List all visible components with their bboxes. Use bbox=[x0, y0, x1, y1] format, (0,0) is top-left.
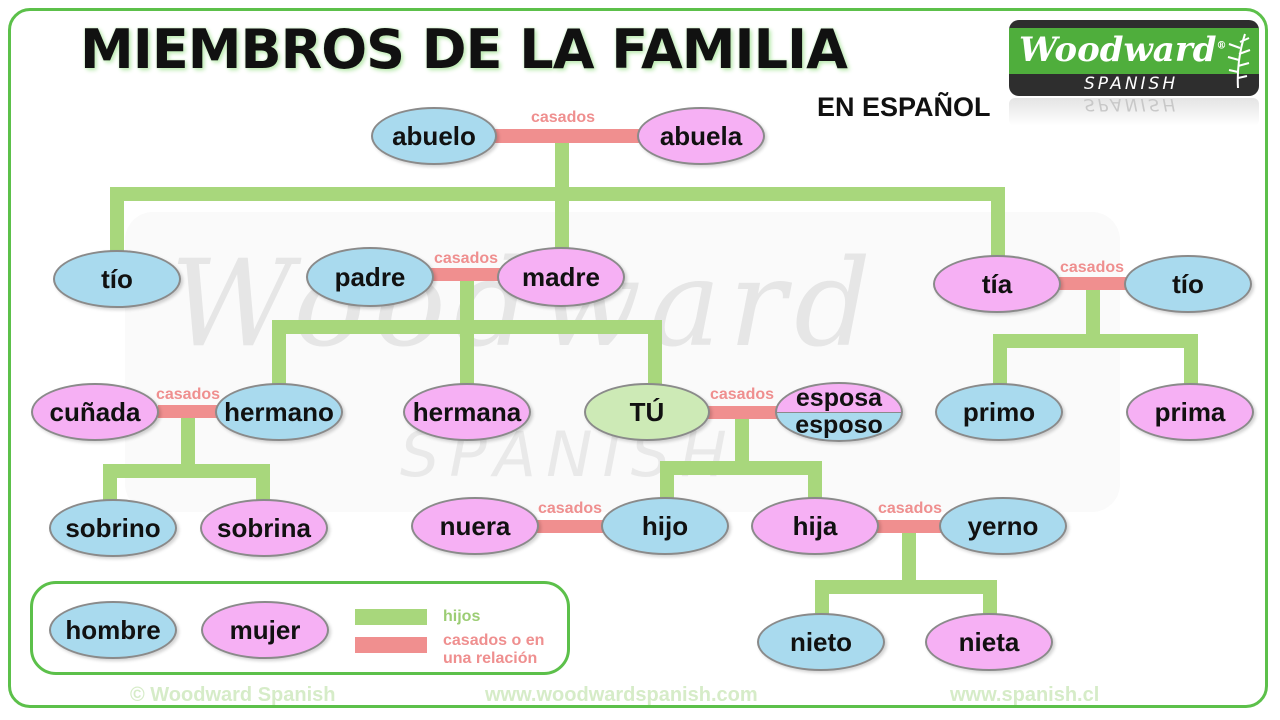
node-nuera: nuera bbox=[411, 497, 539, 555]
married-label: casados bbox=[433, 250, 499, 267]
node-esposo-label: esposo bbox=[795, 411, 883, 439]
children-line bbox=[660, 461, 822, 475]
node-sobrina: sobrina bbox=[200, 499, 328, 557]
logo-wordmark: Woodward® bbox=[1019, 30, 1227, 70]
node-hijo: hijo bbox=[601, 497, 729, 555]
logo-tagline: SPANISH bbox=[1084, 74, 1179, 94]
legend-female-swatch: mujer bbox=[201, 601, 329, 659]
node-madre: madre bbox=[497, 247, 625, 307]
children-line bbox=[648, 320, 662, 384]
married-line bbox=[1058, 277, 1128, 290]
node-sobrino: sobrino bbox=[49, 499, 177, 557]
brand-logo: Woodward® SPANISH bbox=[1009, 20, 1259, 96]
children-line bbox=[983, 580, 997, 618]
married-label: casados bbox=[155, 386, 221, 403]
children-line bbox=[808, 461, 822, 501]
legend-married-line bbox=[355, 637, 427, 653]
node-nieta: nieta bbox=[925, 613, 1053, 671]
footer-copyright: © Woodward Spanish bbox=[130, 684, 336, 706]
node-hermana: hermana bbox=[403, 383, 531, 441]
children-line bbox=[110, 187, 124, 254]
outer-frame bbox=[8, 8, 1268, 708]
children-line bbox=[555, 143, 569, 195]
children-line bbox=[256, 464, 270, 504]
node-prima: prima bbox=[1126, 383, 1254, 441]
node-cunada: cuñada bbox=[31, 383, 159, 441]
node-primo: primo bbox=[935, 383, 1063, 441]
children-line bbox=[993, 334, 1198, 348]
node-hermano: hermano bbox=[215, 383, 343, 441]
children-line bbox=[735, 418, 749, 468]
node-esposa-label: esposa bbox=[795, 384, 883, 412]
page-subtitle: EN ESPAÑOL bbox=[817, 92, 991, 122]
node-tia: tía bbox=[933, 255, 1061, 313]
node-tio-left: tío bbox=[53, 250, 181, 308]
children-line bbox=[103, 464, 117, 504]
children-line bbox=[181, 416, 195, 471]
married-label: casados bbox=[709, 386, 775, 403]
children-line bbox=[272, 320, 286, 384]
page-title: MIEMBROS DE LA FAMILIA bbox=[80, 18, 848, 81]
node-nieto: nieto bbox=[757, 613, 885, 671]
married-line bbox=[158, 405, 220, 418]
node-hija: hija bbox=[751, 497, 879, 555]
children-line bbox=[1184, 334, 1198, 384]
legend-children-line bbox=[355, 609, 427, 625]
children-line bbox=[993, 334, 1007, 384]
legend-married-label-1: casados o en bbox=[443, 632, 545, 649]
children-line bbox=[103, 464, 270, 478]
children-line bbox=[1086, 289, 1100, 339]
children-line bbox=[815, 580, 997, 594]
children-line bbox=[555, 187, 569, 249]
married-line bbox=[875, 520, 943, 533]
logo-reflection: SPANISH bbox=[1009, 98, 1259, 126]
children-line bbox=[460, 280, 474, 327]
married-line bbox=[708, 406, 778, 419]
legend-married-label-2: una relación bbox=[443, 650, 538, 667]
married-label: casados bbox=[530, 109, 596, 126]
children-line bbox=[902, 532, 916, 586]
married-label: casados bbox=[1059, 259, 1125, 276]
node-padre: padre bbox=[306, 247, 434, 307]
children-line bbox=[991, 187, 1005, 259]
children-line bbox=[815, 580, 829, 618]
footer-website-2[interactable]: www.spanish.cl bbox=[950, 684, 1100, 706]
node-tio-right: tío bbox=[1124, 255, 1252, 313]
logo-brand-text: Woodward bbox=[1019, 30, 1217, 70]
fern-icon bbox=[1227, 33, 1251, 88]
children-line bbox=[460, 320, 474, 384]
legend-children-label: hijos bbox=[443, 608, 481, 625]
node-esposa-esposo: esposa esposo bbox=[775, 382, 903, 442]
legend-male-swatch: hombre bbox=[49, 601, 177, 659]
children-line bbox=[660, 461, 674, 501]
logo-registered-mark: ® bbox=[1216, 40, 1227, 52]
footer-website-1[interactable]: www.woodwardspanish.com bbox=[485, 684, 758, 706]
logo-reflection-text: SPANISH bbox=[1084, 98, 1179, 114]
node-abuela: abuela bbox=[637, 107, 765, 165]
node-abuelo: abuelo bbox=[371, 107, 497, 165]
node-yerno: yerno bbox=[939, 497, 1067, 555]
married-line bbox=[430, 268, 502, 281]
married-label: casados bbox=[537, 500, 603, 517]
node-tu: TÚ bbox=[584, 383, 710, 441]
logo-banner bbox=[1009, 28, 1259, 74]
married-label: casados bbox=[877, 500, 943, 517]
married-line bbox=[535, 520, 605, 533]
married-line bbox=[495, 129, 641, 143]
legend: hombre mujer hijos casados o en una rela… bbox=[30, 581, 570, 675]
